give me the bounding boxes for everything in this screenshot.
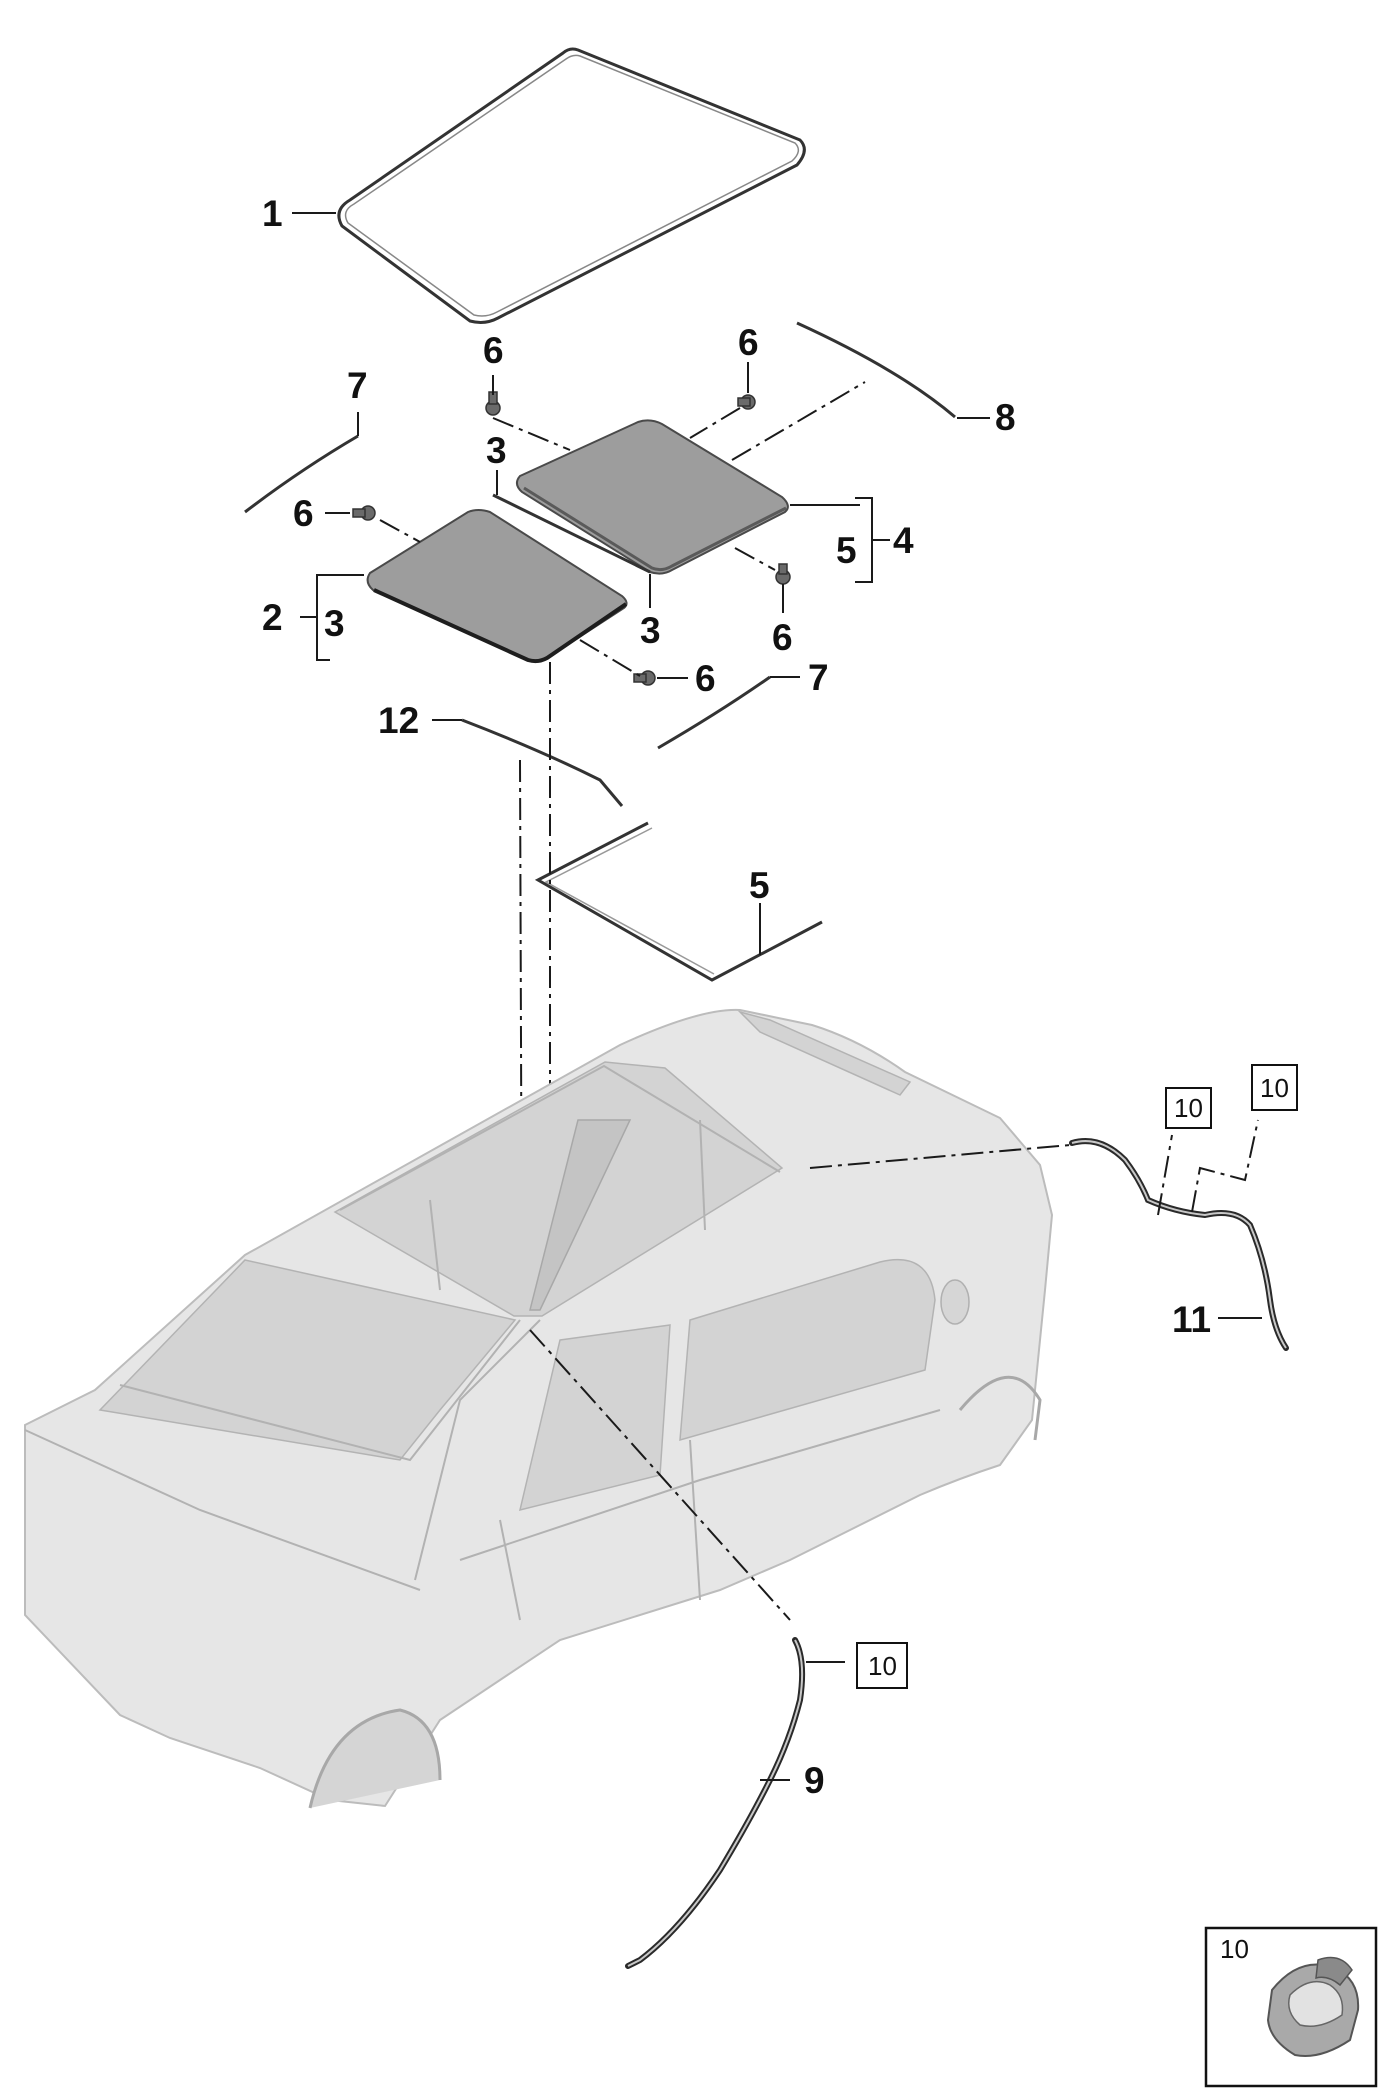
trim-strip-7-right[interactable] <box>657 675 771 750</box>
align-line-b <box>689 407 741 439</box>
callout-3-mid: 3 <box>640 610 661 651</box>
bolt-6-c[interactable] <box>352 505 376 521</box>
car-body <box>24 1008 1054 1809</box>
align-line-c <box>731 381 866 461</box>
callout-6-d: 6 <box>772 617 793 658</box>
trim-strip-12[interactable] <box>461 718 624 807</box>
align-line-front <box>529 1329 791 1621</box>
callout-7-right: 7 <box>808 657 829 698</box>
callout-5-bracket: 5 <box>836 530 857 571</box>
roof-seal-frame[interactable] <box>337 47 806 324</box>
ref-box-10-a-label: 10 <box>1174 1093 1203 1123</box>
inset-label: 10 <box>1220 1934 1249 1964</box>
align-line-clip-b <box>1191 1119 1259 1213</box>
bolt-6-b[interactable] <box>737 394 756 410</box>
ref-box-10-c[interactable]: 10 <box>856 1642 908 1689</box>
drain-hose-front-9[interactable] <box>625 1637 806 1969</box>
callout-9: 9 <box>804 1760 825 1801</box>
panel-seal-3[interactable] <box>492 493 651 574</box>
callout-4: 4 <box>893 520 914 561</box>
clip-icon <box>1266 1956 1360 2057</box>
callout-8: 8 <box>995 397 1016 438</box>
bolt-6-d[interactable] <box>775 563 791 585</box>
callout-1: 1 <box>262 193 283 234</box>
callout-6-b: 6 <box>738 322 759 363</box>
align-line-f <box>579 639 641 677</box>
frame-rail-5[interactable] <box>534 821 823 982</box>
bolt-6-a[interactable] <box>485 391 501 416</box>
callout-6-a: 6 <box>483 330 504 371</box>
callout-6-e: 6 <box>695 658 716 699</box>
ref-box-10-a[interactable]: 10 <box>1165 1087 1212 1129</box>
callout-5: 5 <box>749 865 770 906</box>
callout-3-top: 3 <box>486 430 507 471</box>
callout-7-left: 7 <box>347 365 368 406</box>
callout-2: 2 <box>262 597 283 638</box>
rear-glass-panel[interactable] <box>516 419 789 575</box>
ref-box-10-b-label: 10 <box>1260 1073 1289 1103</box>
ref-box-10-b[interactable]: 10 <box>1251 1064 1298 1111</box>
align-line-a <box>492 417 571 451</box>
bracket-4 <box>855 497 873 583</box>
inset-clip-10[interactable]: 10 <box>1204 1926 1378 2088</box>
ref-box-10-c-label: 10 <box>868 1651 897 1681</box>
align-line-d <box>379 519 421 543</box>
align-line-rear <box>809 1144 1071 1169</box>
align-line-e <box>734 547 776 571</box>
callout-3-bracket: 3 <box>324 603 345 644</box>
bolt-6-e[interactable] <box>633 670 656 686</box>
front-glass-panel[interactable] <box>366 509 628 664</box>
trim-strip-7-left[interactable] <box>244 434 359 514</box>
align-line-clip-a <box>1157 1134 1173 1216</box>
drain-hose-rear-11[interactable] <box>1069 1138 1289 1351</box>
callout-12: 12 <box>378 700 419 741</box>
callout-6-c: 6 <box>293 493 314 534</box>
callout-11: 11 <box>1172 1299 1211 1340</box>
trim-strip-8[interactable] <box>796 321 956 419</box>
